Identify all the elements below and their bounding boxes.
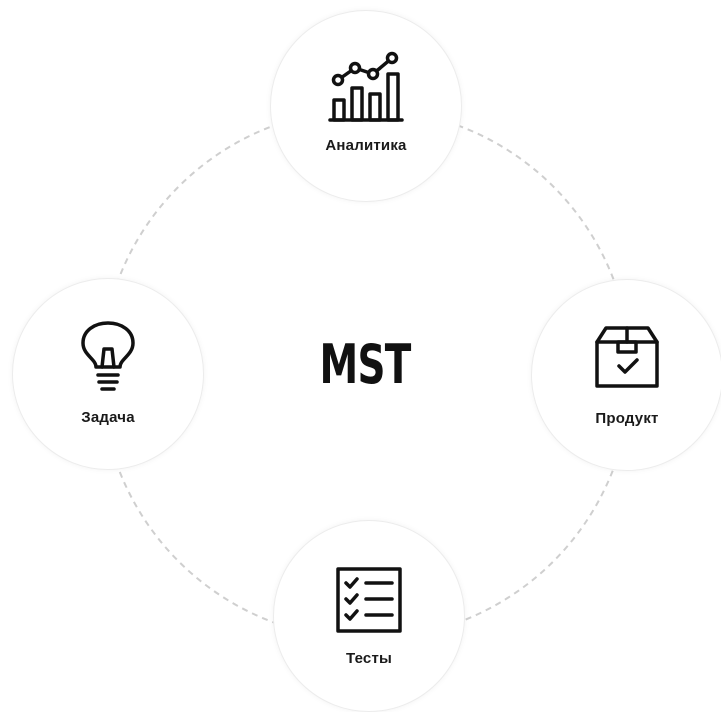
box-check-icon	[594, 324, 660, 395]
node-task-label: Задача	[81, 409, 135, 426]
node-analytics-label: Аналитика	[325, 137, 407, 154]
bar-chart-growth-icon	[328, 48, 404, 129]
node-tests-label: Тесты	[345, 650, 393, 667]
node-product-label: Продукт	[595, 410, 659, 427]
node-tests[interactable]: Тесты	[273, 520, 465, 712]
center-title: MST	[319, 333, 411, 396]
node-product[interactable]: Продукт	[531, 279, 721, 471]
checklist-icon	[336, 567, 402, 638]
lightbulb-icon	[80, 321, 136, 398]
node-analytics[interactable]: Аналитика	[270, 10, 462, 202]
node-task[interactable]: Задача	[12, 278, 204, 470]
